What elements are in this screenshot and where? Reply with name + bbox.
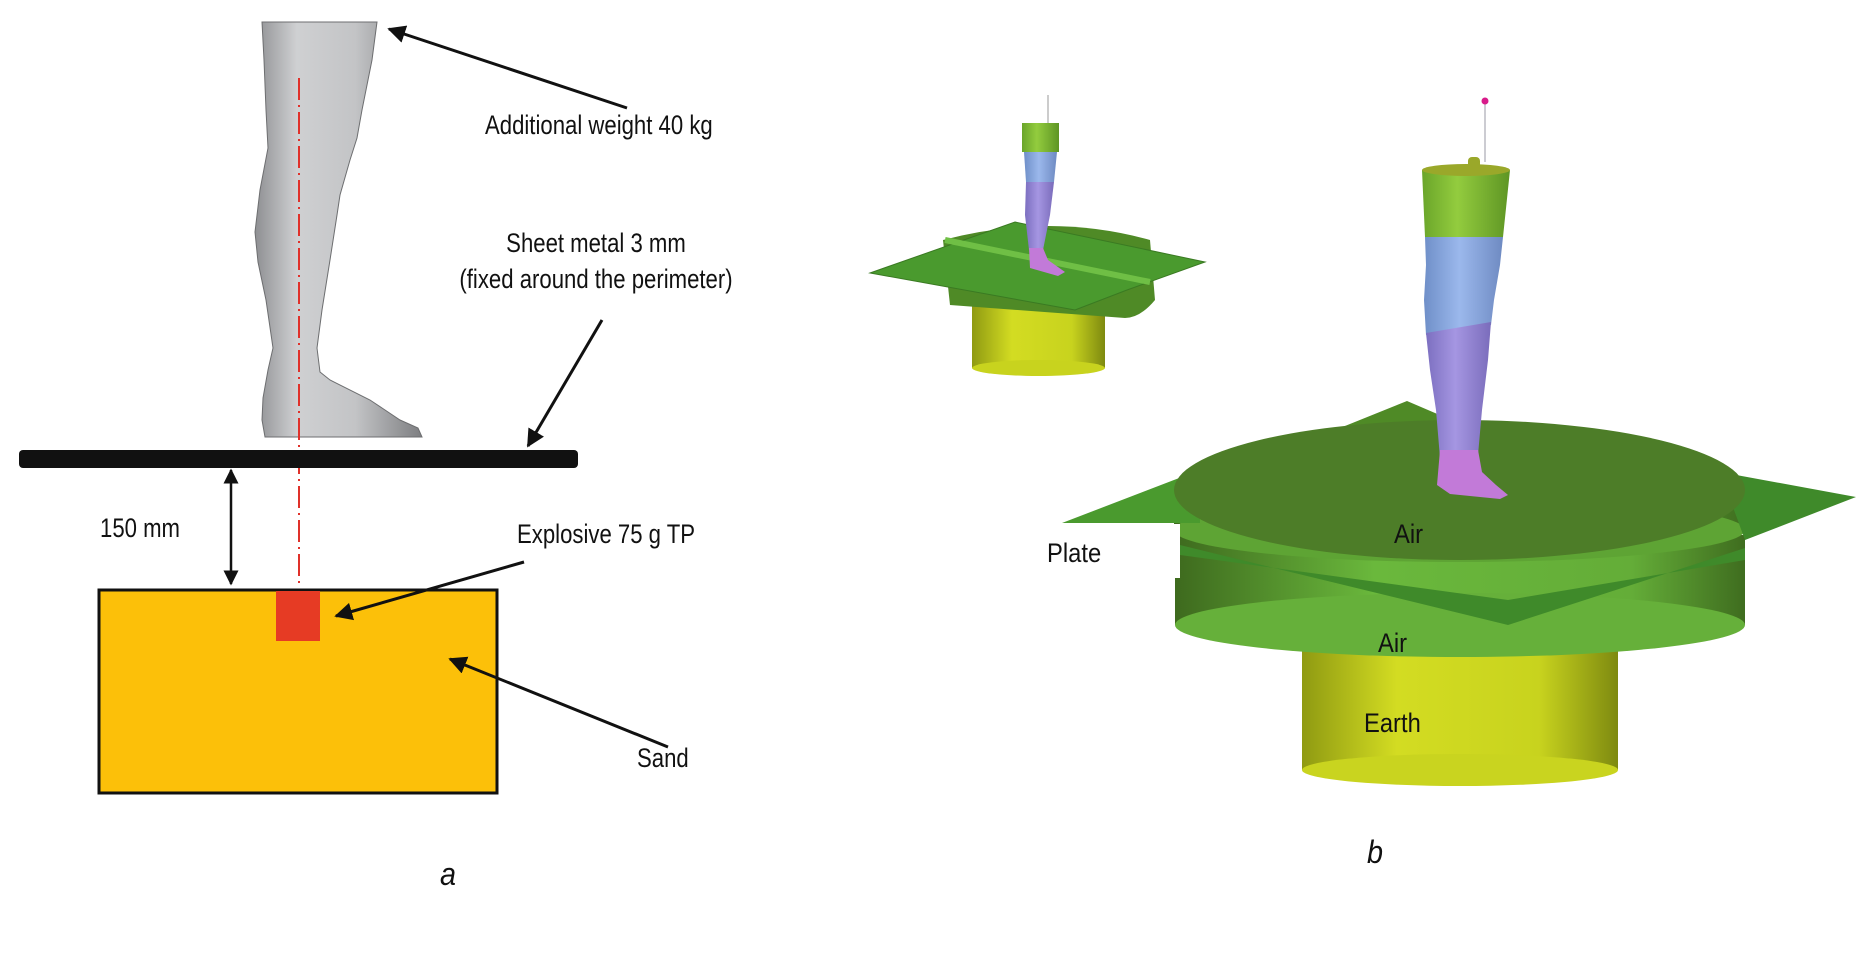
foot (1437, 450, 1508, 499)
leg-cap (1422, 170, 1510, 237)
sheet-metal-bar (19, 450, 578, 468)
foot-small (1029, 248, 1065, 276)
earth-cylinder (1302, 640, 1618, 770)
sheet-metal-arrow (526, 319, 604, 448)
panel-label-a: a (440, 856, 457, 892)
earth-cylinder-bottom (1302, 754, 1618, 786)
earth-cylinder-small-bottom (972, 360, 1105, 376)
panel-b-small-model (868, 95, 1207, 376)
leg-band (1424, 237, 1503, 335)
plate-wing-right (1720, 472, 1856, 540)
leg-cap-small (1022, 123, 1059, 152)
plate-front (1180, 545, 1745, 625)
air-cylinder-lower-bottom (1175, 593, 1745, 657)
explosive-charge (276, 591, 320, 641)
plate-wing-left (1062, 470, 1200, 523)
label-standoff-distance: 150 mm (100, 513, 180, 543)
panel-b-large-model (1062, 97, 1856, 786)
label-sand: Sand (637, 743, 689, 773)
leg-band-small (1024, 152, 1057, 182)
panel-a (19, 21, 669, 795)
label-earth: Earth (1364, 708, 1421, 738)
sand-arrow (448, 656, 669, 749)
label-explosive: Explosive 75 g TP (517, 519, 696, 549)
label-air-upper: Air (1394, 519, 1424, 549)
label-air-lower: Air (1378, 628, 1408, 658)
label-sheet-metal: Sheet metal 3 mm (506, 228, 686, 258)
sensor-point (1481, 97, 1489, 105)
leg-cap-top (1422, 164, 1510, 176)
leg-lower-small (1025, 182, 1054, 250)
leg-lower (1426, 322, 1491, 458)
panel-label-b: b (1367, 834, 1384, 870)
label-sheet-metal-fixing: (fixed around the perimeter) (459, 264, 733, 294)
label-plate: Plate (1047, 538, 1102, 568)
explosive-arrow (334, 560, 525, 621)
leg-model (254, 21, 423, 438)
label-additional-weight: Additional weight 40 kg (485, 110, 713, 140)
plate-label-background (1030, 524, 1180, 578)
weight-arrow (387, 25, 628, 110)
